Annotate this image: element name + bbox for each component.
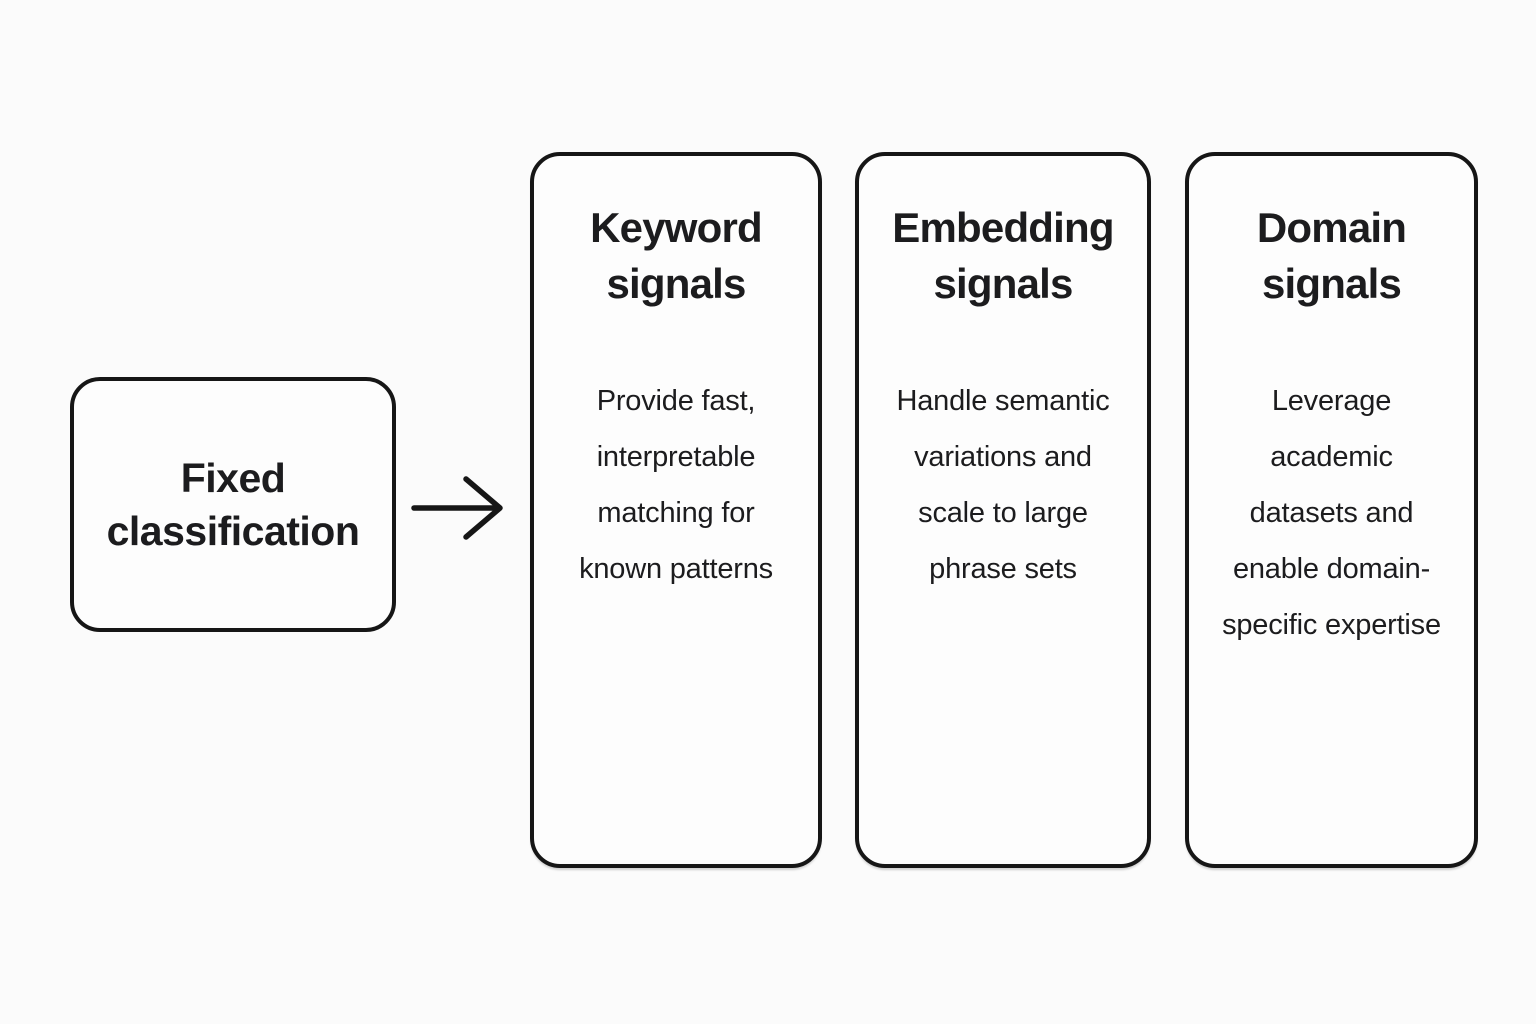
right-arrow-icon	[411, 476, 503, 540]
fixed-classification-box: Fixed classification	[70, 377, 396, 632]
card-body: Provide fast, interpretable matching for…	[579, 384, 773, 585]
card-body: Leverage academic datasets and enable do…	[1222, 384, 1441, 641]
card-domain-signals: Domain signals Leverage academic dataset…	[1185, 152, 1478, 868]
card-title: Embedding signals	[892, 204, 1114, 307]
card-title: Domain signals	[1256, 204, 1407, 307]
card-keyword-signals: Keyword signals Provide fast, interpreta…	[530, 152, 822, 868]
card-embedding-signals: Embedding signals Handle semantic variat…	[855, 152, 1151, 868]
fixed-classification-label: Fixed classification	[106, 455, 360, 554]
card-body: Handle semantic variations and scale to …	[896, 384, 1110, 585]
card-title: Keyword signals	[590, 204, 763, 307]
